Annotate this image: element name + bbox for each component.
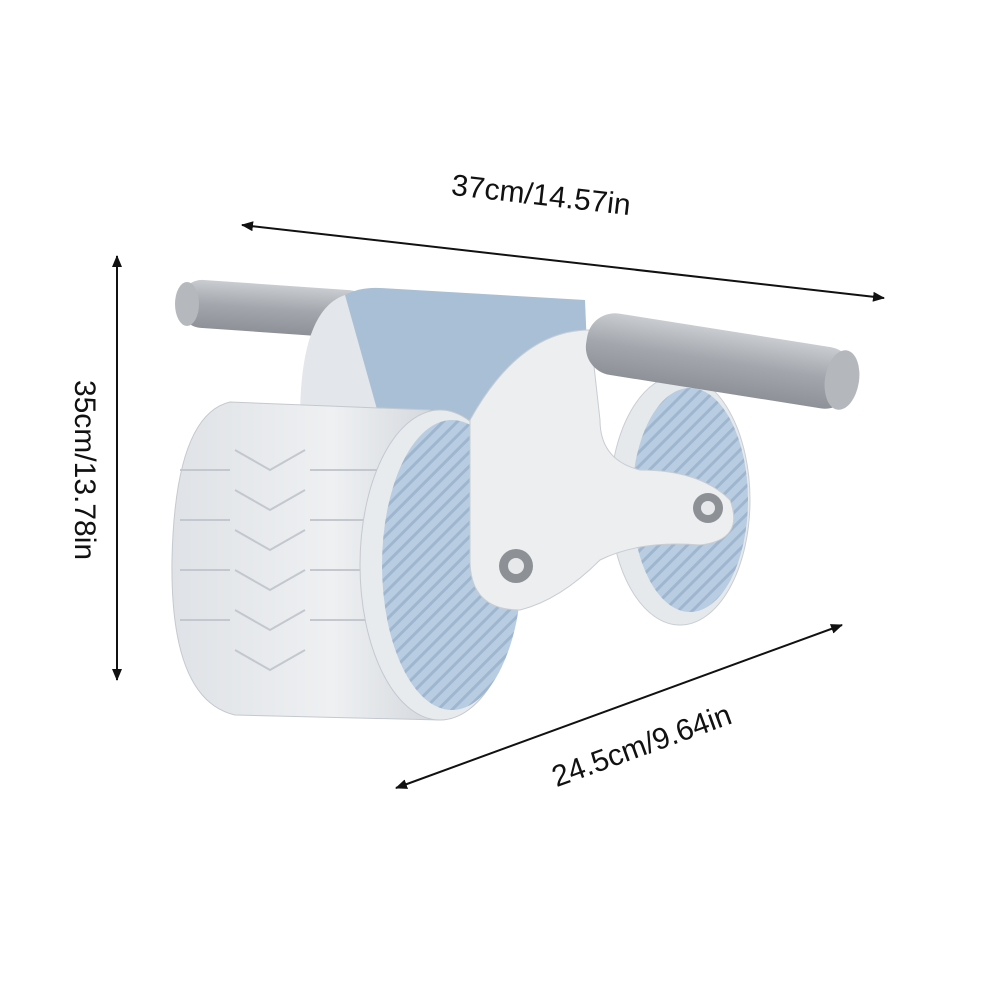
depth-label: 24.5cm/9.64in: [548, 698, 736, 793]
axle-bolt-left: [499, 549, 533, 583]
axle-bolt-right: [693, 493, 723, 523]
front-wheel: [171, 401, 522, 721]
right-handle: [585, 313, 860, 410]
width-arrow: [241, 221, 885, 302]
width-label: 37cm/14.57in: [450, 169, 633, 222]
depth-arrow: [395, 624, 843, 789]
height-label: 35cm/13.78in: [68, 380, 101, 560]
